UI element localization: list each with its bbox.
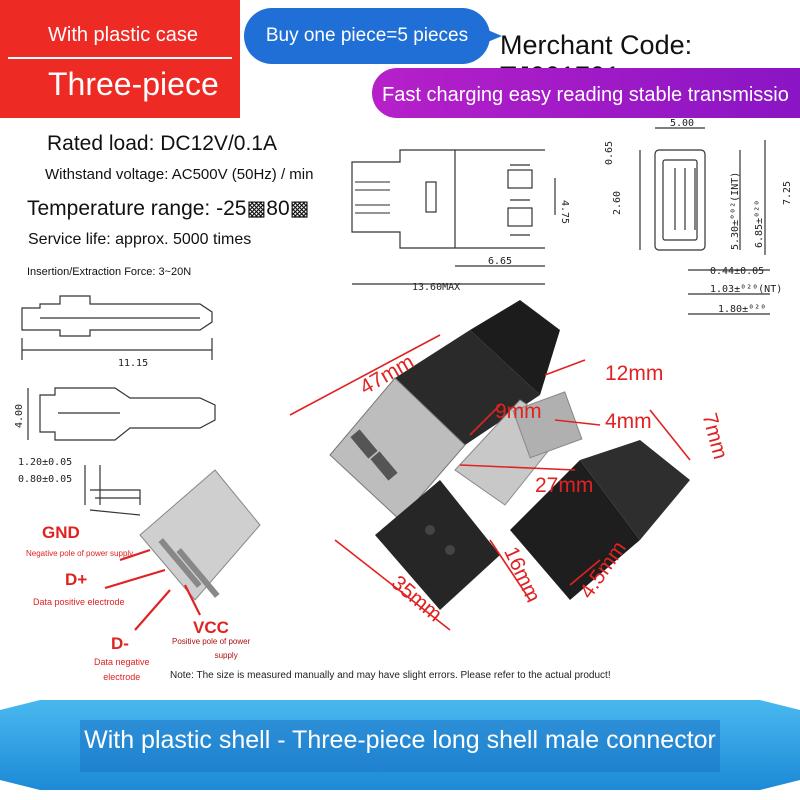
pin-dplus-desc: Data positive electrode: [33, 597, 125, 607]
dim-13-60: 13.60MAX: [412, 282, 460, 293]
spec-temperature: Temperature range: -25▩80▩: [27, 197, 310, 220]
cap-shell: [510, 440, 690, 600]
dim-2-60: 2.60: [612, 191, 623, 215]
usb-plug-pins: [139, 469, 261, 601]
pin-gnd-label: GND: [42, 523, 80, 542]
photo-dim-9mm: 9mm: [495, 400, 542, 423]
pin-dminus-desc-line2: electrode: [103, 672, 141, 682]
dim-0-80: 0.80±0.05: [18, 474, 72, 485]
dim-1-20: 1.20±0.05: [18, 457, 72, 468]
spec-insertion-force: Insertion/Extraction Force: 3~20N: [27, 266, 192, 278]
measurement-note: Note: The size is measured manually and …: [170, 670, 611, 681]
pin-vcc-desc-line2: supply: [214, 651, 238, 660]
promo-badge: With plastic case Three-piece: [0, 0, 240, 118]
dim-5-00: 5.00: [670, 118, 694, 129]
quantity-pill: Buy one piece=5 pieces: [244, 8, 490, 64]
product-photo: 47mm 12mm 9mm 4mm 7mm 27mm 35mm 16mm 4.5…: [104, 300, 732, 631]
dim-1-80: 1.80±⁰²⁰: [718, 304, 766, 315]
pin-vcc-desc: Positive pole of power supply: [172, 637, 250, 660]
spec-service-life: Service life: approx. 5000 times: [28, 231, 252, 248]
bottom-banner: [0, 700, 800, 790]
dim-4-00: 4.00: [14, 404, 25, 428]
pin-vcc-desc-line1: Positive pole of power: [172, 637, 251, 646]
photo-dim-27mm: 27mm: [535, 474, 593, 497]
photo-dim-12mm: 12mm: [605, 362, 663, 385]
badge-divider: [8, 57, 232, 59]
assembled-connector: [329, 300, 560, 521]
pin-dminus-desc: Data negative electrode: [94, 657, 150, 682]
pin-dplus-label: D+: [65, 570, 88, 589]
spec-withstand-voltage: Withstand voltage: AC500V (50Hz) / min: [45, 166, 314, 183]
spec-rated-load: Rated load: DC12V/0.1A: [47, 132, 277, 155]
photo-dim-7mm: 7mm: [698, 411, 732, 462]
dim-7-25: 7.25: [782, 181, 793, 205]
dim-6-85: 6.85±⁰²⁰: [754, 200, 765, 248]
pin-vcc-label: VCC: [193, 618, 229, 637]
lower-shell: [375, 480, 500, 610]
dim-6-65: 6.65: [488, 256, 512, 267]
metal-shell: [454, 391, 583, 506]
pin-dminus-label: D-: [111, 634, 129, 653]
dim-4-75: 4.75: [559, 200, 570, 224]
features-banner: Fast charging easy reading stable transm…: [372, 68, 800, 118]
dim-11-15: 11.15: [118, 358, 148, 369]
photo-dim-4mm: 4mm: [605, 410, 652, 433]
dim-5-30: 5.30±°⁰²(INT): [730, 172, 741, 250]
pin-gnd-desc: Negative pole of power supply: [26, 549, 134, 558]
pin-dminus-desc-line1: Data negative: [94, 657, 150, 667]
dim-0-65: 0.65: [604, 141, 615, 165]
dim-1-03: 1.03±⁰²⁰(NT): [710, 284, 782, 295]
bottom-title: With plastic shell - Three-piece long sh…: [84, 726, 716, 754]
badge-line2: Three-piece: [48, 66, 219, 102]
pill-arrow: [478, 26, 502, 46]
dim-0-44: 0.44±0.05: [710, 266, 764, 277]
technical-drawings: 4.75 6.65 13.60MAX 5.00 0.65 2.60 5.30±°…: [14, 118, 793, 516]
quantity-pill-label: Buy one piece=5 pieces: [265, 25, 469, 46]
badge-line1: With plastic case: [48, 24, 199, 46]
